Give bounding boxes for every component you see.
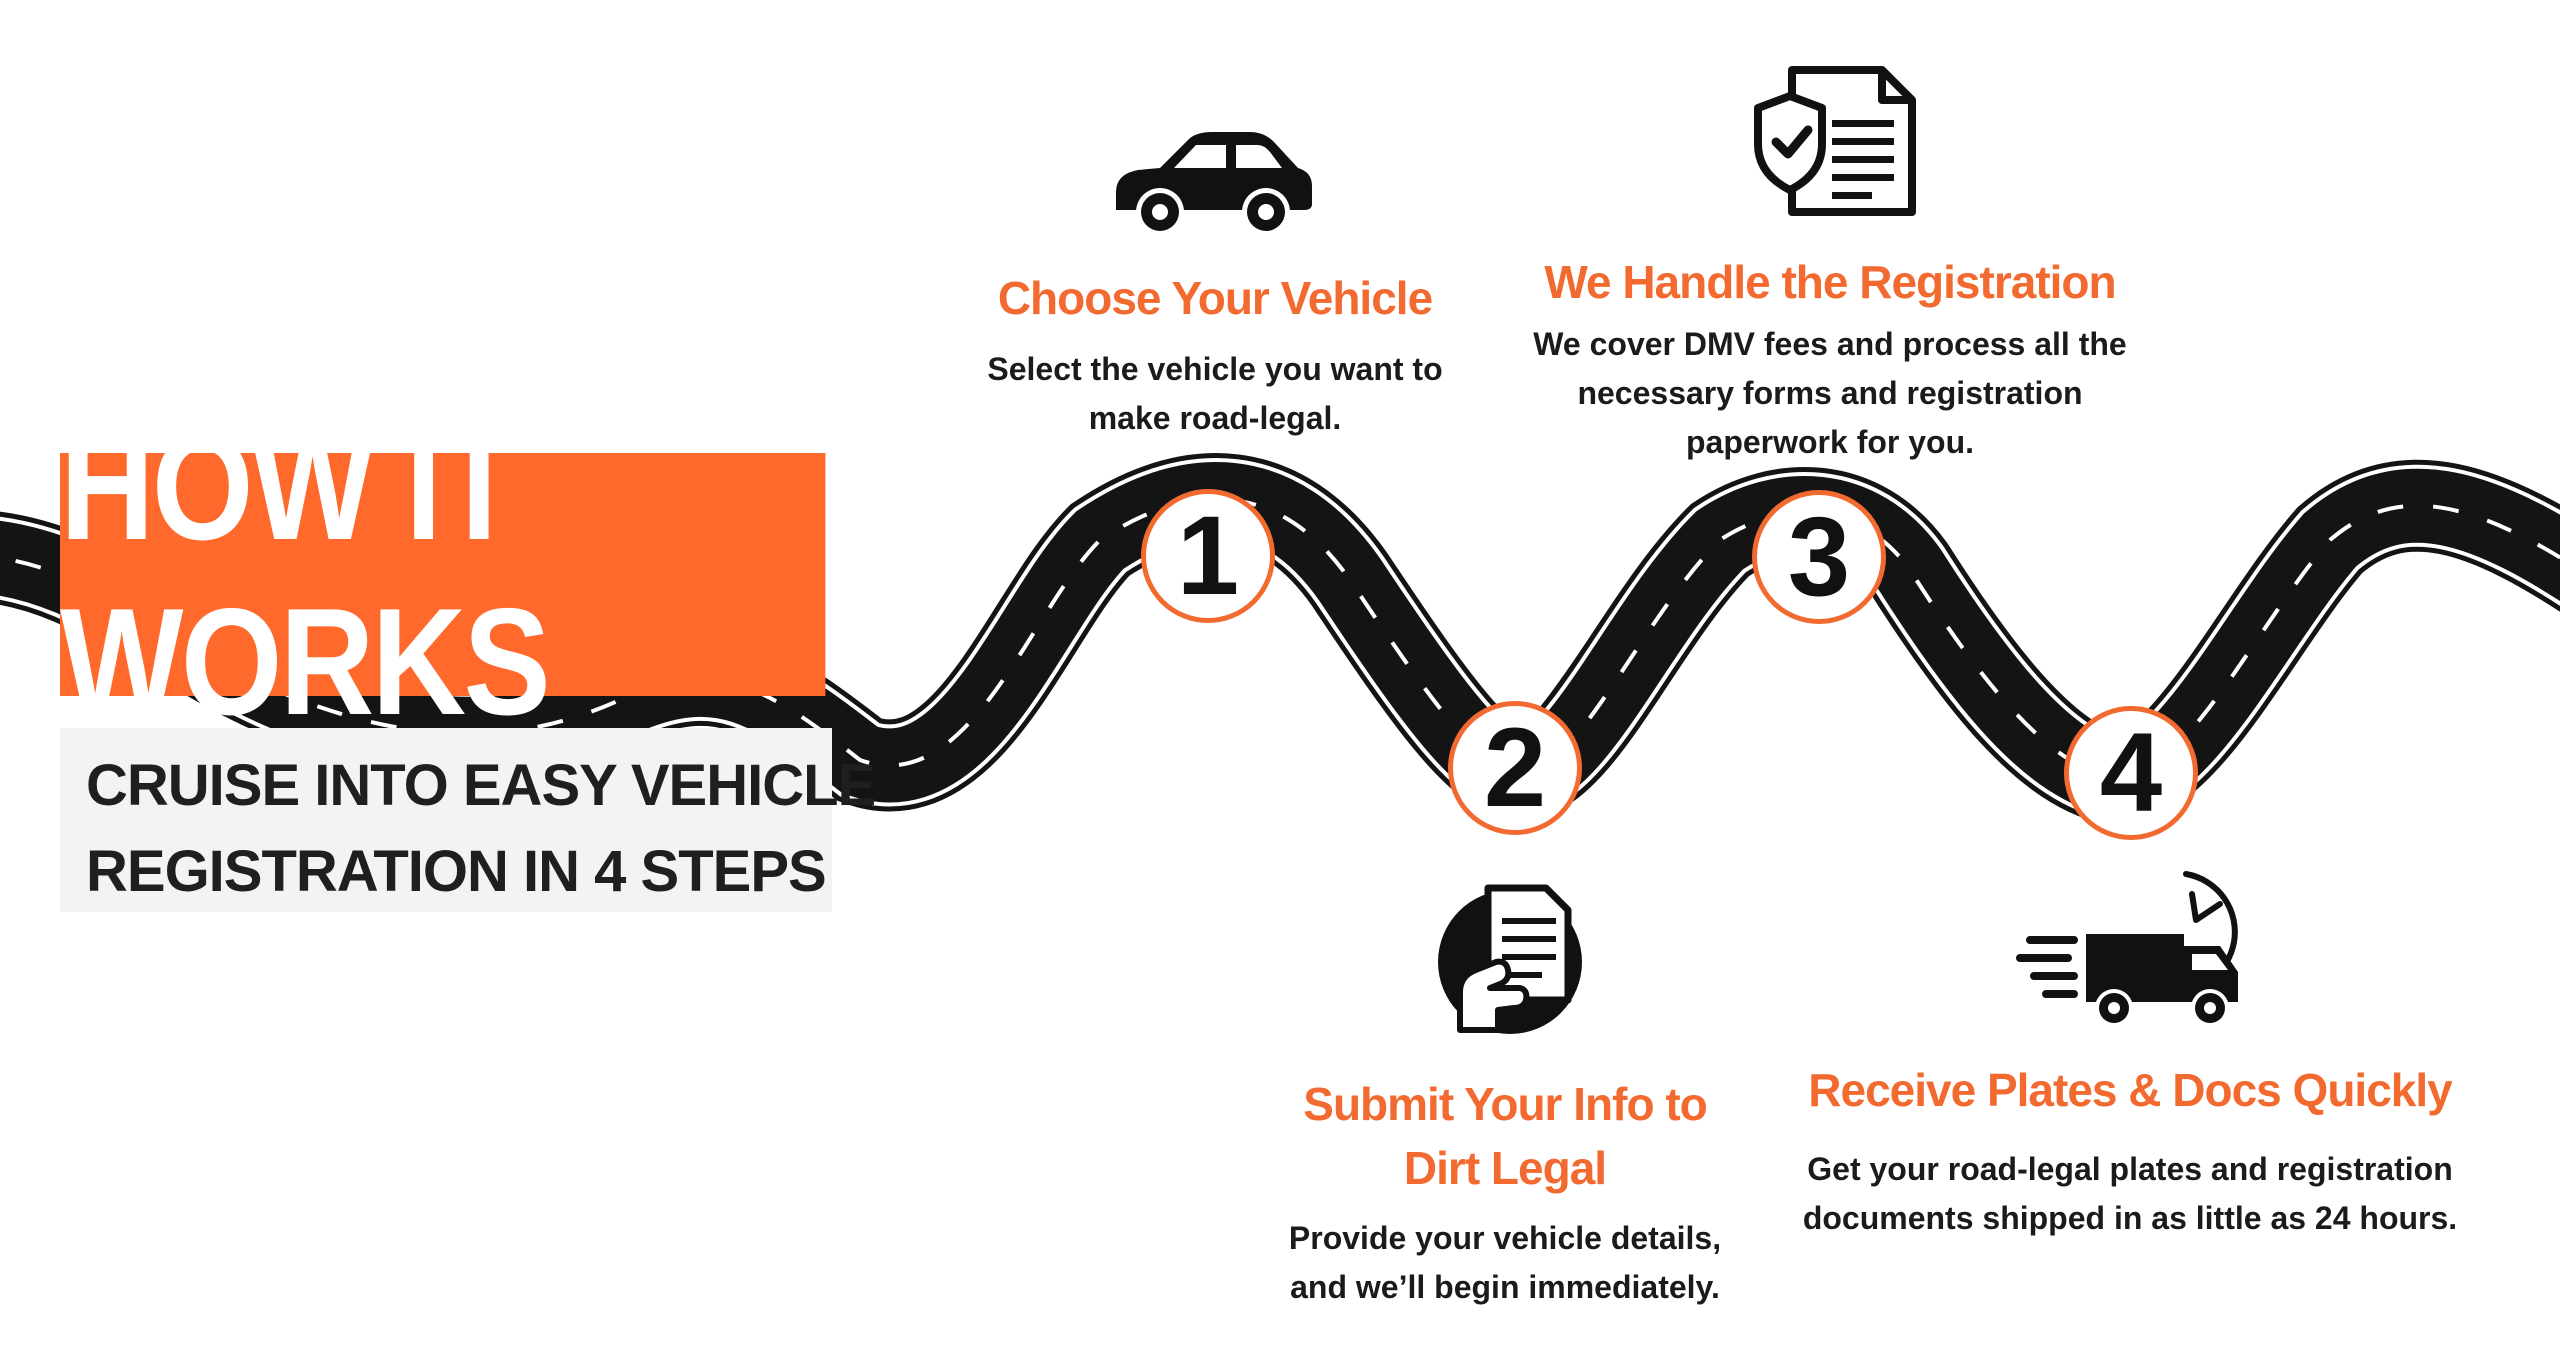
step-4-marker: 4 [2064,706,2198,840]
page-title-text: HOW IT WORKS [60,401,551,747]
step-3-marker: 3 [1752,490,1886,624]
step-1-marker: 1 [1141,489,1275,623]
hand-document-icon [1438,884,1582,1034]
step-3-title: We Handle the Registration [1544,256,2116,308]
subtitle-box: CRUISE INTO EASY VEHICLE REGISTRATION IN… [60,728,876,912]
step-2-marker: 2 [1448,701,1582,835]
road-lane-dashes [0,497,2560,783]
step-1-title: Choose Your Vehicle [997,272,1433,324]
step-3-description: We cover DMV fees and process all the ne… [1533,326,2127,460]
step-1-number: 1 [1176,493,1240,618]
step-1-description: Select the vehicle you want to make road… [987,351,1443,436]
delivery-truck-icon [2016,871,2238,1027]
step-4-number: 4 [2099,710,2163,835]
step-2-title: Submit Your Info to Dirt Legal [1303,1078,1707,1194]
step-4-description: Get your road-legal plates and registrat… [1802,1151,2458,1236]
subtitle-line-1: CRUISE INTO EASY VEHICLE [86,753,876,818]
shield-document-icon [1754,66,1916,216]
step-4-title: Receive Plates & Docs Quickly [1808,1064,2452,1116]
car-icon [1116,132,1312,236]
subtitle-line-2: REGISTRATION IN 4 STEPS [86,839,827,904]
step-2-number: 2 [1483,705,1547,830]
step-3-number: 3 [1787,494,1851,619]
page-title: HOW IT WORKS [60,402,826,747]
step-2-description: Provide your vehicle details, and we’ll … [1288,1220,1722,1305]
